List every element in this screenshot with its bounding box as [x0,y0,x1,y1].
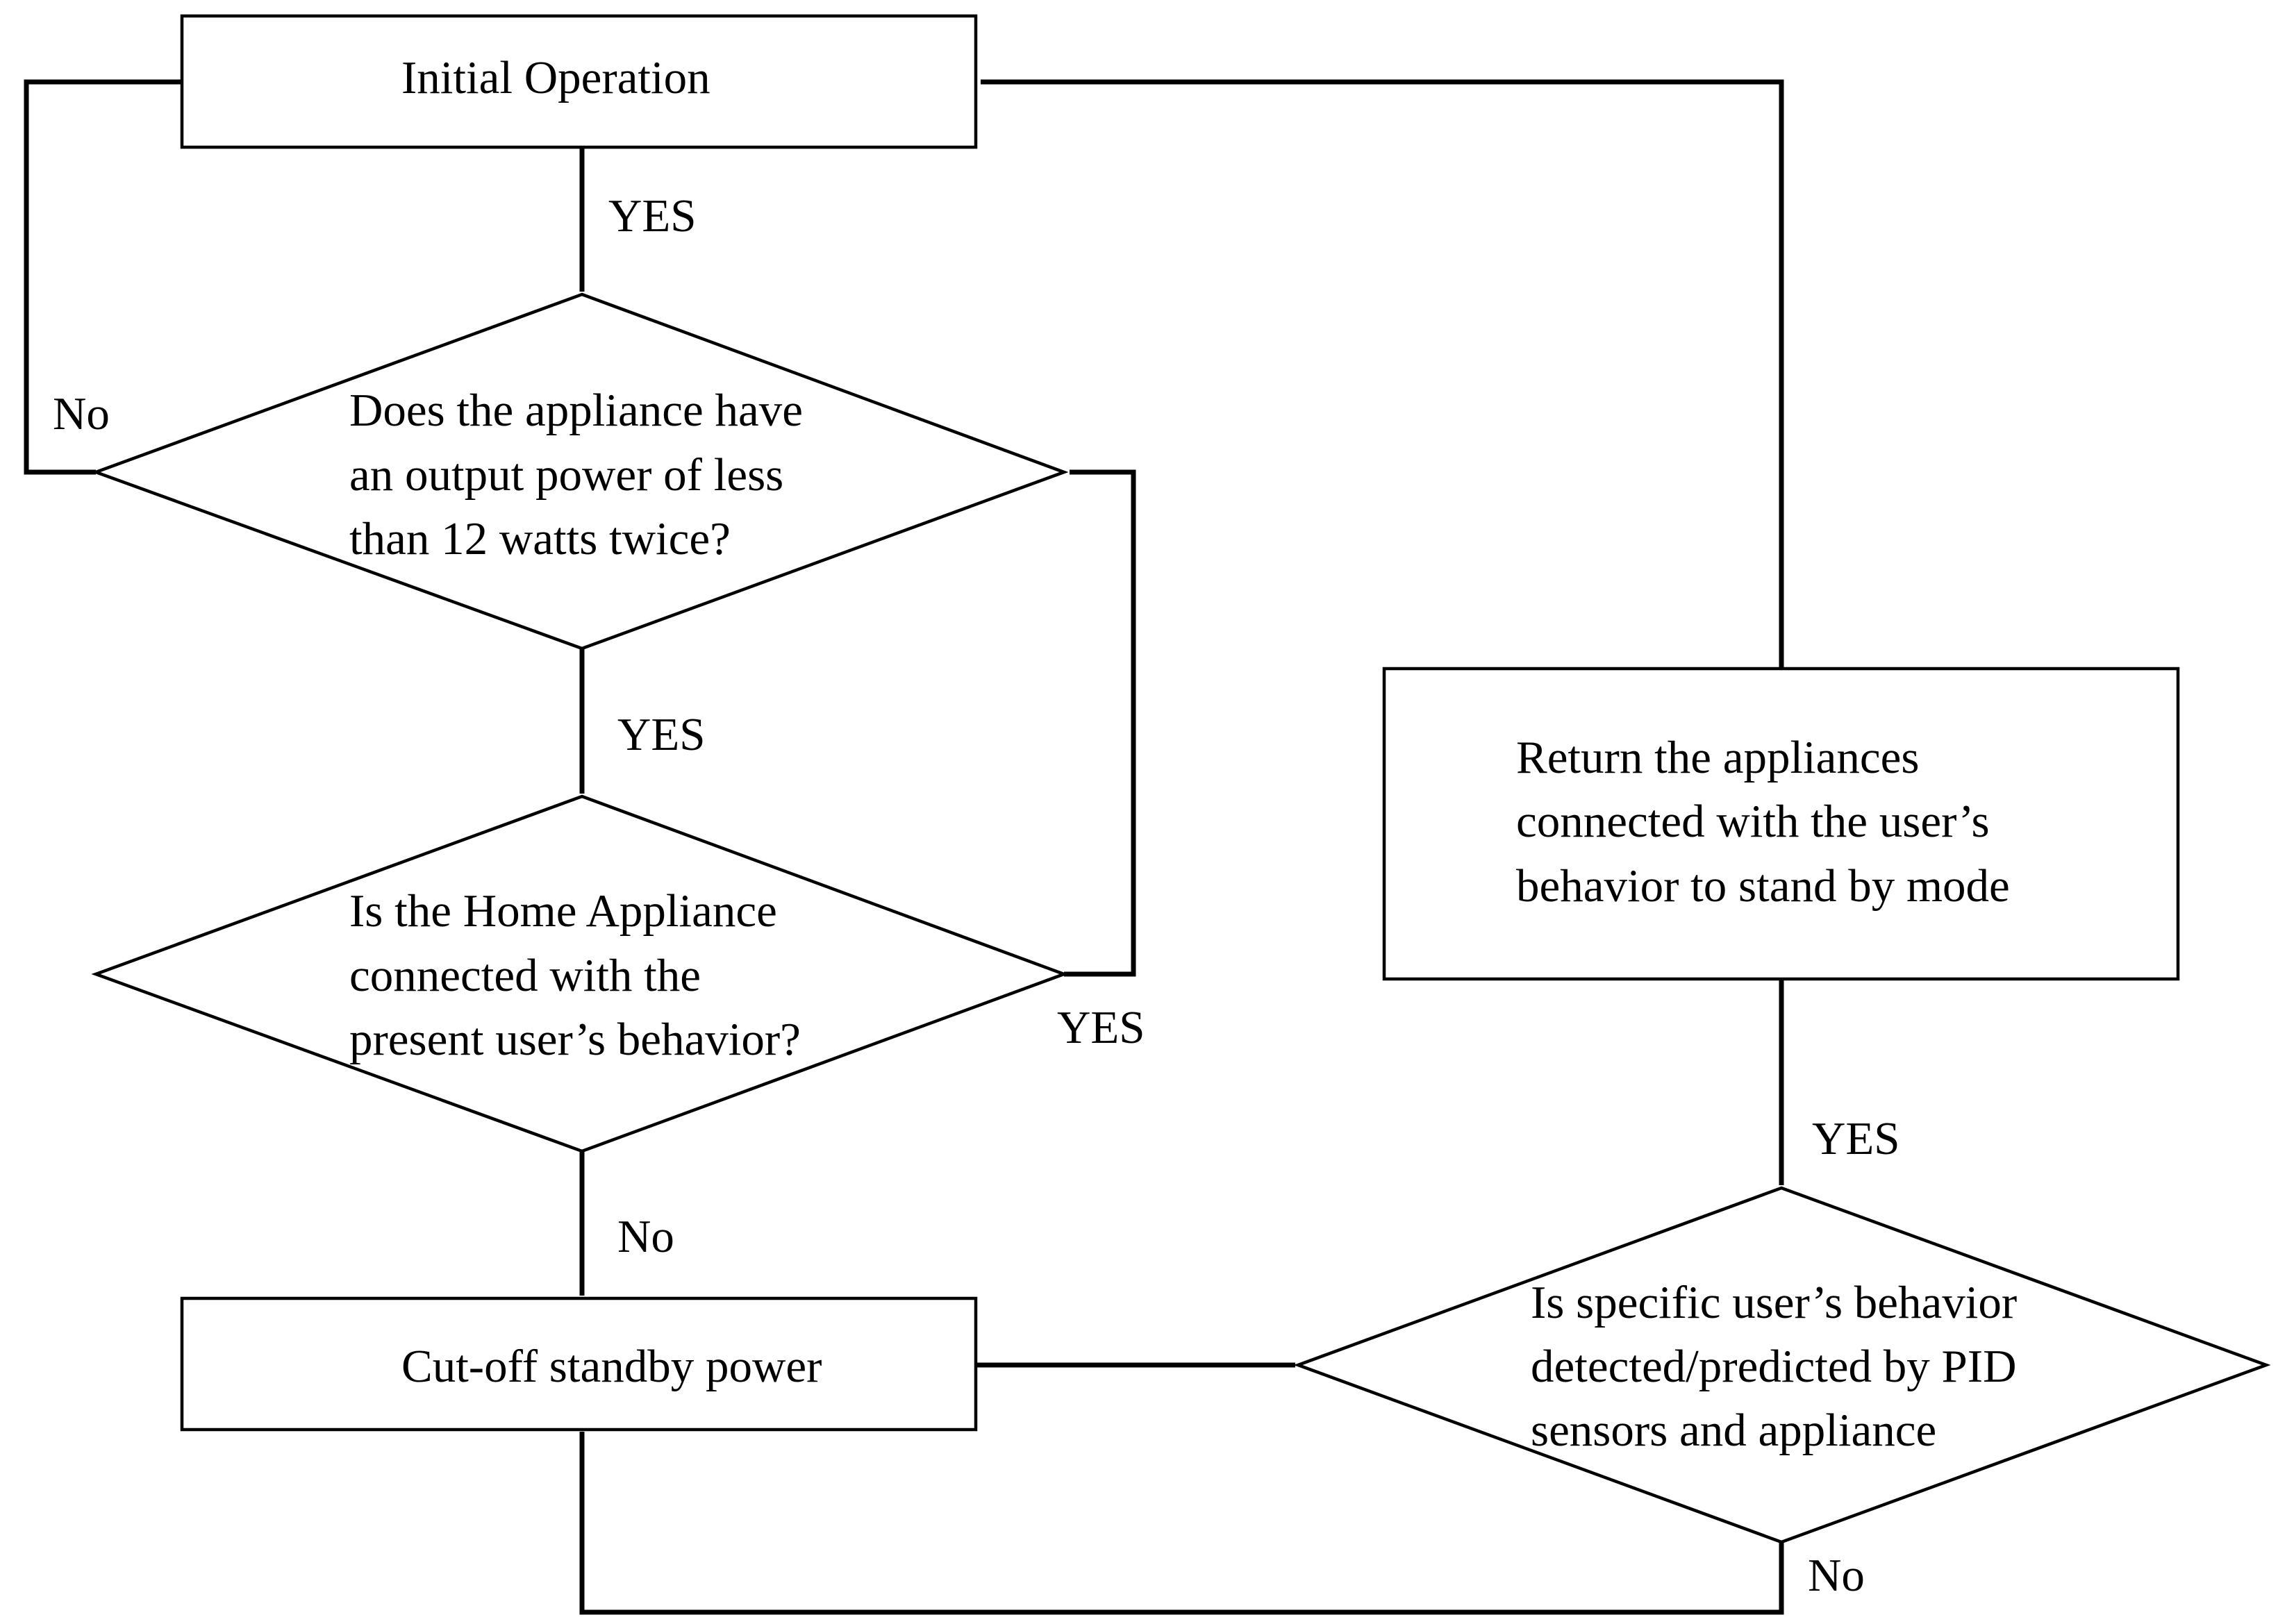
cutoff-standby-node: Cut-off standby power [180,1296,978,1432]
user-behavior-decision-diamond [91,794,1069,1153]
user-behavior-decision-node: Is the Home Appliance connected with the… [91,794,1069,1153]
label-pid-to-return: YES [1812,1113,1900,1164]
edge-behavior-yes-loop [1064,469,1136,977]
initial-operation-text: Initial Operation [401,52,710,103]
label-pid-no-loop: No [1808,1550,1865,1601]
cutoff-standby-text: Cut-off standby power [401,1341,822,1392]
label-behavior-yes-loop: YES [1057,1002,1145,1053]
initial-operation-box [180,14,978,149]
output-power-decision-node: Does the appliance have an output power … [91,292,1069,651]
output-power-decision-text: Does the appliance have an output power … [349,385,815,564]
label-power-to-behavior: YES [617,709,706,760]
edge-pid-no-loop [579,1431,1784,1615]
pid-detection-decision-text: Is specific user’s behavior detected/pre… [1531,1277,2029,1456]
label-power-no-loop: No [53,388,110,440]
output-power-decision-diamond [91,292,1069,651]
initial-operation-node: Initial Operation [180,14,978,149]
pid-detection-decision-diamond [1293,1186,2271,1544]
pid-detection-decision-node: Is specific user’s behavior detected/pre… [1293,1186,2271,1544]
edge-power-no-loop [24,79,183,475]
return-standby-text: Return the appliances connected with the… [1516,732,2010,912]
user-behavior-decision-text: Is the Home Appliance connected with the… [349,885,801,1065]
edge-return-to-initial [980,79,1784,669]
cutoff-standby-box [180,1296,978,1432]
return-standby-box [1382,667,2180,981]
edge-labels: YES No YES YES No YES No [53,190,1900,1601]
label-behavior-to-cutoff: No [617,1211,674,1262]
return-standby-node: Return the appliances connected with the… [1382,667,2180,981]
label-initial-to-power: YES [608,190,697,242]
connectors [24,79,1784,1615]
